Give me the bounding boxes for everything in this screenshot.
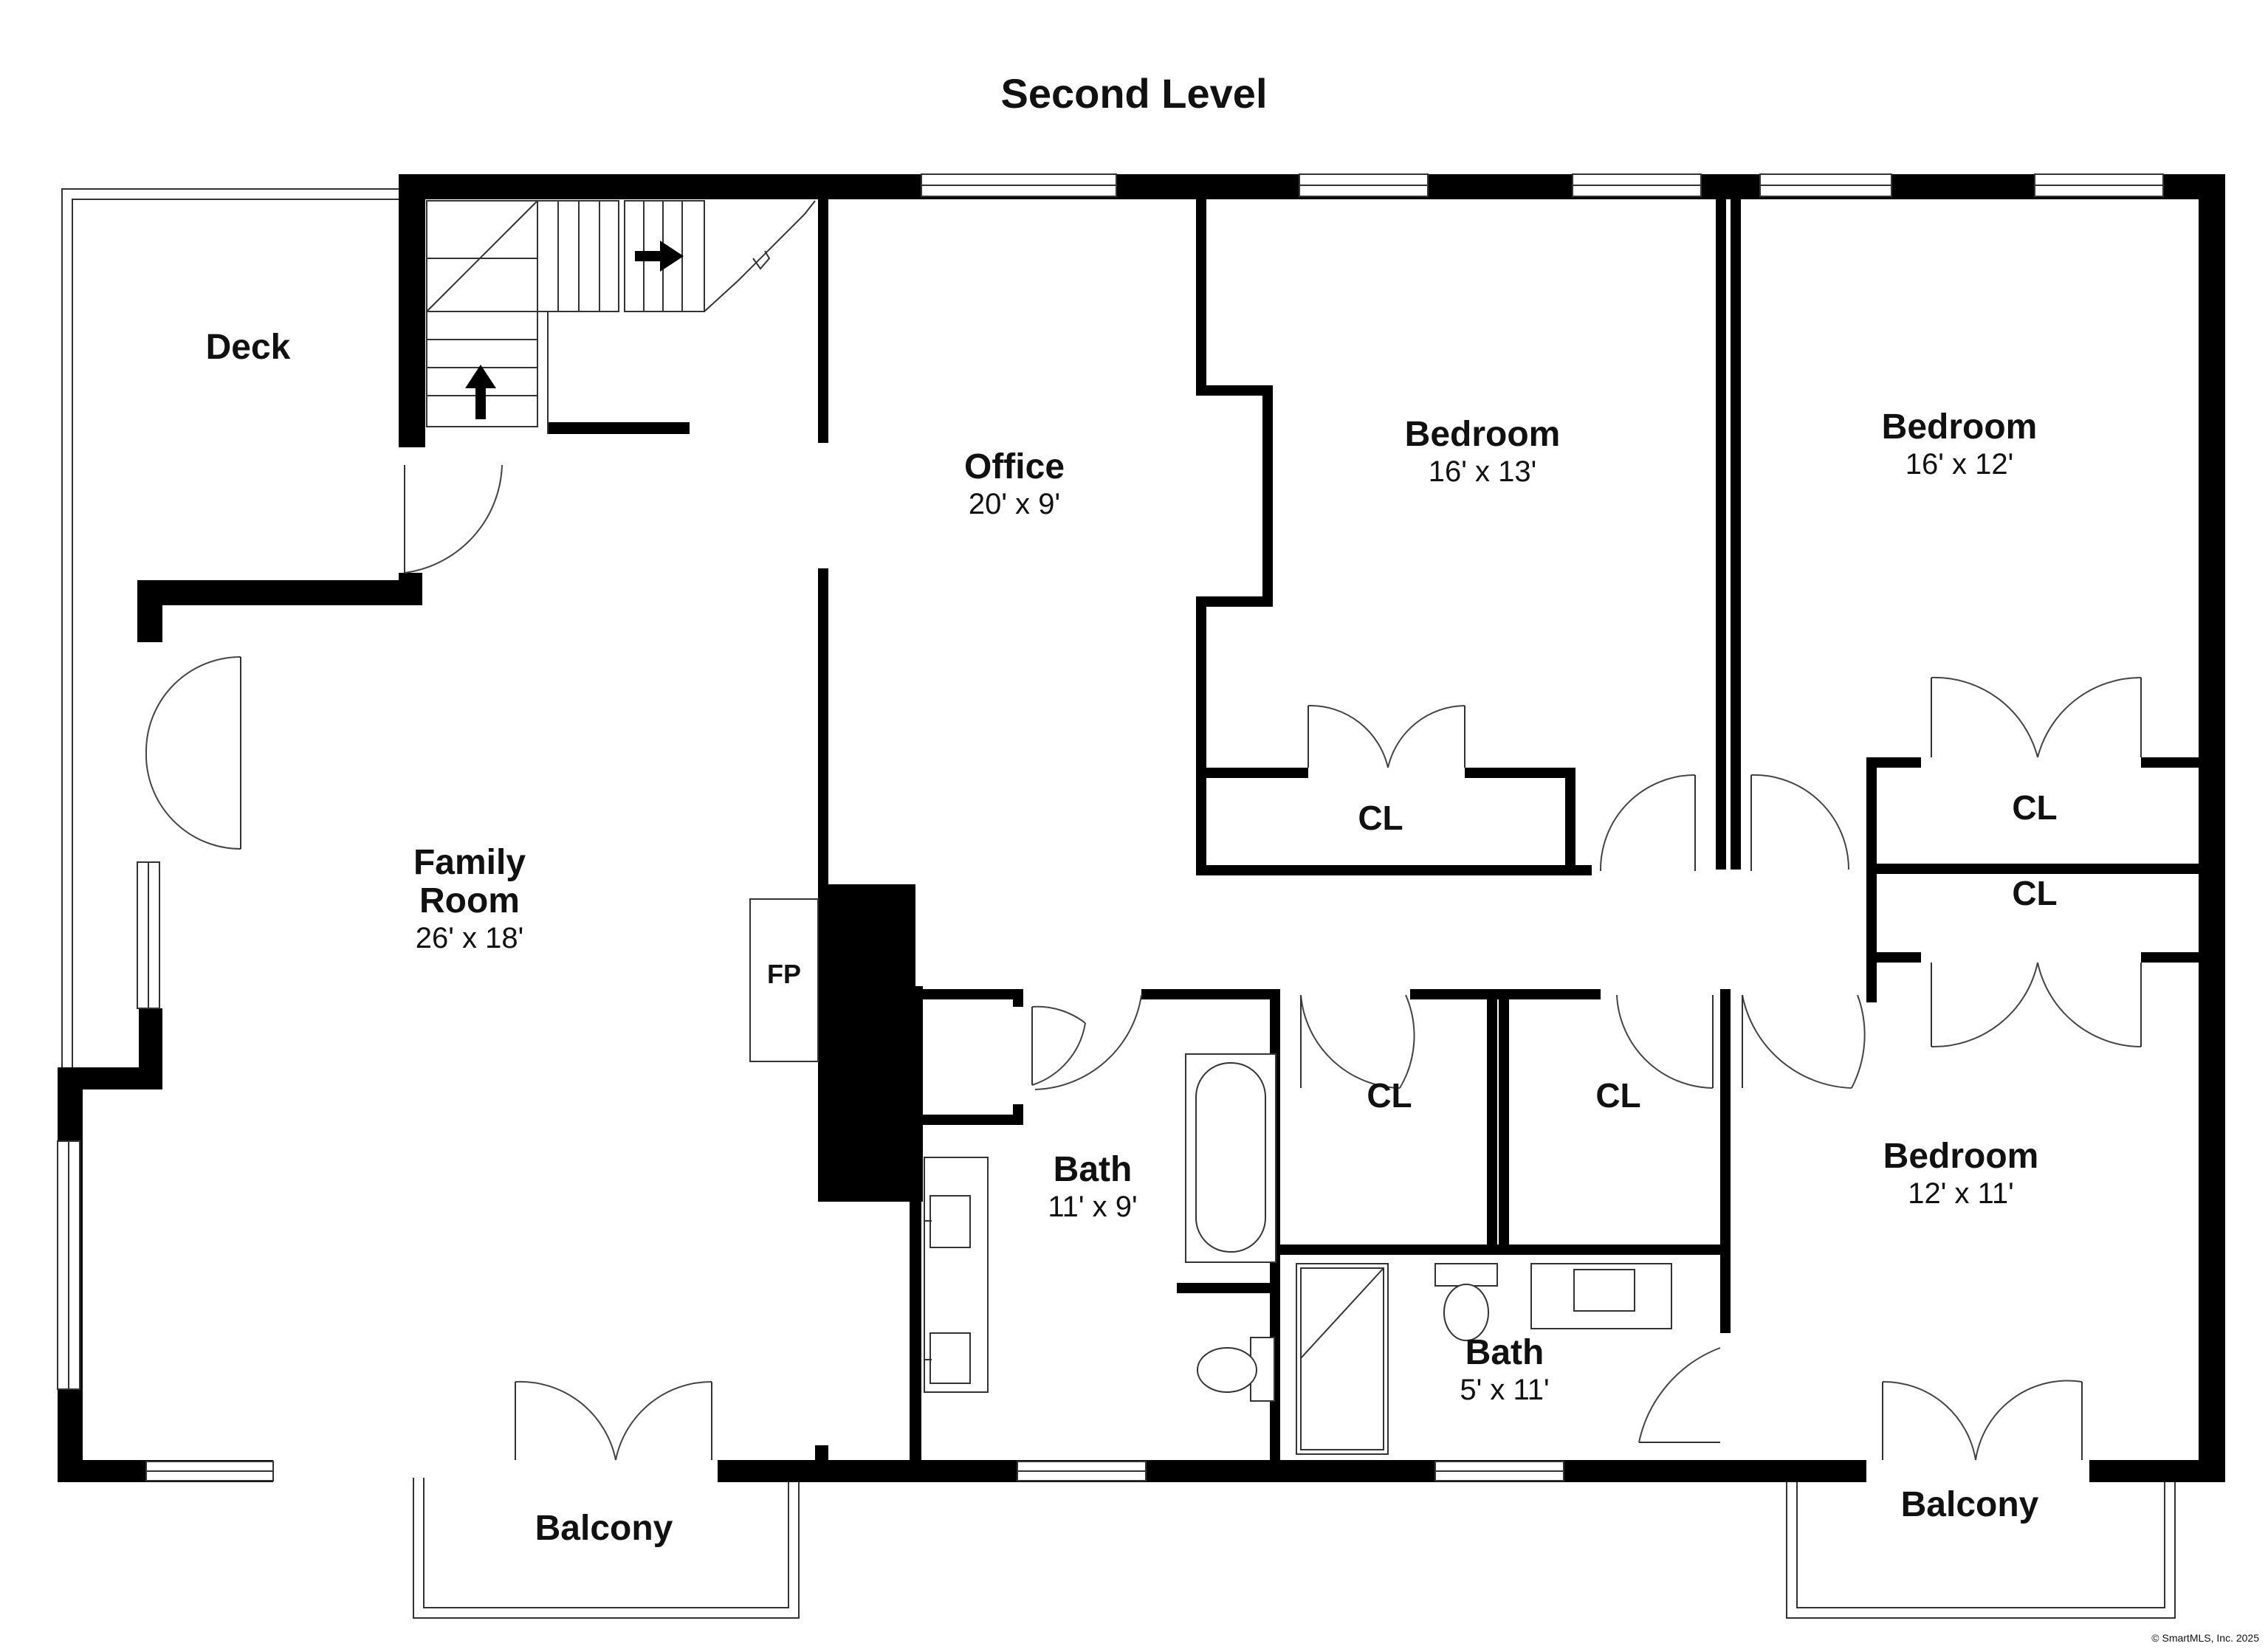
closet-label: CL bbox=[2012, 874, 2057, 912]
bath1-vanity bbox=[924, 1157, 989, 1393]
bath2-size: 5' x 11' bbox=[1460, 1374, 1549, 1406]
bathtub bbox=[1185, 1053, 1276, 1263]
bedroom1-size: 16' x 13' bbox=[1429, 455, 1536, 488]
fireplace-hearth bbox=[749, 898, 819, 1062]
page-title: Second Level bbox=[1000, 70, 1267, 117]
closet-label: CL bbox=[1367, 1076, 1412, 1115]
family-room-label-line2: Room bbox=[419, 881, 520, 920]
balcony-left-outline bbox=[413, 1478, 800, 1619]
deck-label: Deck bbox=[206, 328, 291, 367]
bath2-label: Bath bbox=[1465, 1333, 1544, 1372]
office-size: 20' x 9' bbox=[969, 488, 1060, 520]
stair-arrow-up-icon bbox=[465, 365, 496, 419]
bath1-size: 11' x 9' bbox=[1048, 1191, 1137, 1223]
office-label: Office bbox=[964, 447, 1065, 486]
exterior-walls bbox=[58, 174, 2225, 1482]
closet-label: CL bbox=[1595, 1076, 1640, 1115]
bath2-toilet-icon bbox=[1434, 1263, 1498, 1341]
deck-outline bbox=[61, 188, 399, 1081]
copyright-text: © SmartMLS, Inc. 2025 bbox=[2151, 1632, 2259, 1644]
balcony-right-label: Balcony bbox=[1901, 1485, 2039, 1524]
closet-label: CL bbox=[1358, 799, 1403, 837]
balcony-right-outline bbox=[1786, 1478, 2176, 1619]
shower bbox=[1296, 1263, 1389, 1455]
windows bbox=[57, 173, 2164, 1481]
bedroom1-label: Bedroom bbox=[1405, 415, 1561, 454]
balcony-left-label: Balcony bbox=[535, 1509, 673, 1548]
staircase bbox=[426, 200, 816, 434]
bedroom2-label: Bedroom bbox=[1882, 407, 2038, 447]
bath1-label: Bath bbox=[1054, 1150, 1133, 1189]
family-room-label-line1: Family bbox=[413, 843, 526, 882]
fireplace-label: FP bbox=[767, 959, 801, 989]
bedroom3-size: 12' x 11' bbox=[1908, 1177, 2014, 1210]
closet-label: CL bbox=[2012, 788, 2057, 827]
bedroom3-label: Bedroom bbox=[1883, 1137, 2039, 1176]
stair-arrow-right-icon bbox=[635, 241, 684, 272]
bedroom2-size: 16' x 12' bbox=[1906, 448, 2013, 481]
toilet-icon bbox=[1197, 1337, 1275, 1402]
family-room-size: 26' x 18' bbox=[416, 922, 523, 954]
interior-walls bbox=[815, 199, 2200, 1462]
doors bbox=[145, 464, 2142, 1461]
bath2-vanity bbox=[1530, 1263, 1672, 1329]
